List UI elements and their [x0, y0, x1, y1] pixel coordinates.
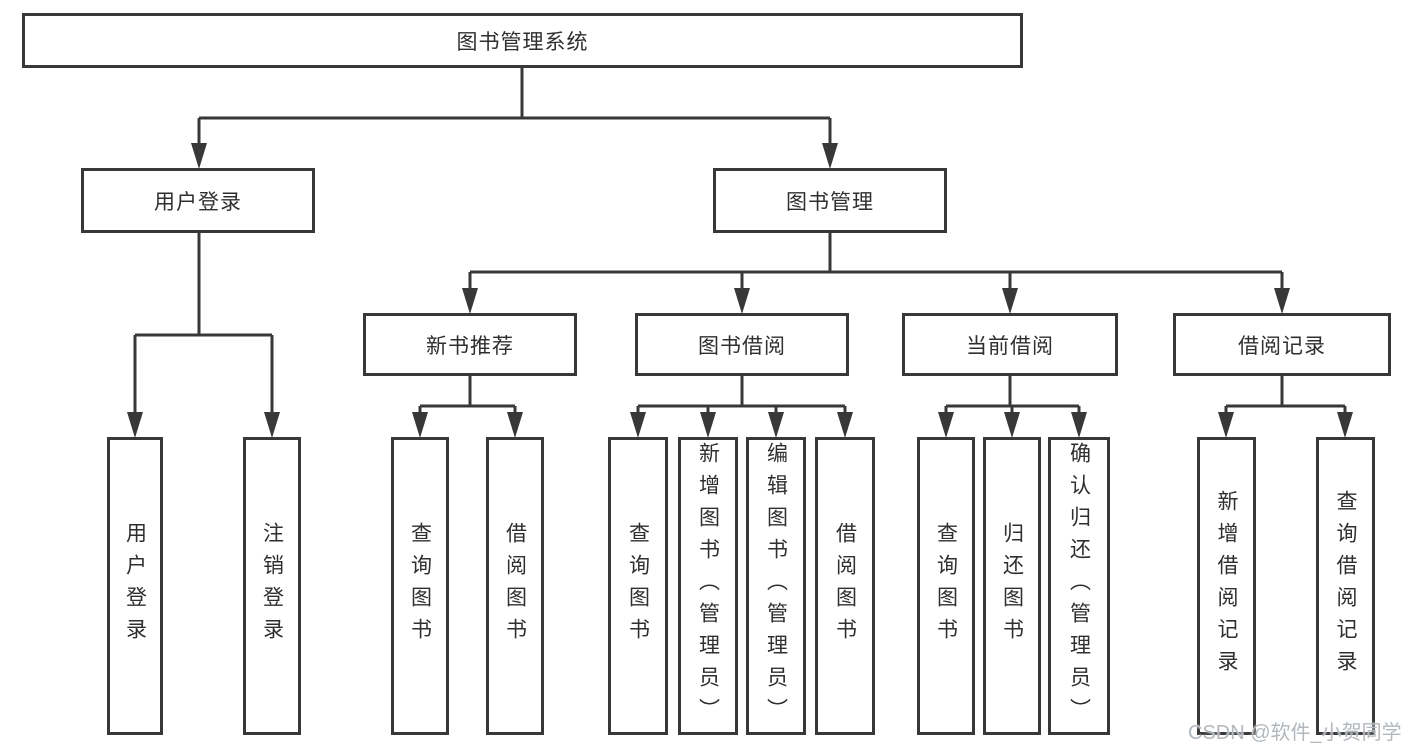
- arrow-down-icon: [412, 412, 428, 438]
- csdn-watermark: CSDN @软件_小贺同学: [1188, 722, 1402, 744]
- leaf-query-books-recommend: 查询图书: [391, 437, 449, 735]
- leaf-borrow-books-recommend: 借阅图书: [486, 437, 544, 735]
- arrow-down-icon: [700, 412, 716, 438]
- leaf-user-login: 用户登录: [107, 437, 163, 735]
- arrow-down-icon: [507, 412, 523, 438]
- leaf-return-books: 归还图书: [983, 437, 1041, 735]
- node-label: 查询图书: [626, 522, 650, 650]
- node-label: 当前借阅: [966, 334, 1054, 358]
- arrow-down-icon: [734, 288, 750, 314]
- arrow-down-icon: [1071, 412, 1087, 438]
- leaf-borrow-books: 借阅图书: [815, 437, 875, 735]
- arrow-down-icon: [822, 143, 838, 169]
- arrow-down-icon: [630, 412, 646, 438]
- node-label: 用户登录: [123, 522, 147, 650]
- leaf-query-borrow-record: 查询借阅记录: [1316, 437, 1375, 735]
- leaf-logout: 注销登录: [243, 437, 301, 735]
- leaf-add-books-admin: 新增图书（管理员）: [678, 437, 738, 735]
- leaf-edit-books-admin: 编辑图书（管理员）: [746, 437, 806, 735]
- node-label: 确认归还（管理员）: [1067, 442, 1091, 730]
- node-library-management-system: 图书管理系统: [22, 13, 1023, 68]
- arrow-down-icon: [938, 412, 954, 438]
- node-book-borrow: 图书借阅: [635, 313, 849, 376]
- arrow-down-icon: [1337, 412, 1353, 438]
- node-label: 新增借阅记录: [1215, 490, 1238, 682]
- leaf-query-books-borrow: 查询图书: [608, 437, 668, 735]
- node-current-borrow: 当前借阅: [902, 313, 1118, 376]
- node-label: 用户登录: [154, 190, 242, 214]
- arrow-down-icon: [837, 412, 853, 438]
- arrow-down-icon: [191, 143, 207, 169]
- node-label: 借阅记录: [1238, 334, 1326, 358]
- arrow-down-icon: [1004, 412, 1020, 438]
- node-label: 图书管理: [786, 190, 874, 214]
- node-label: 查询图书: [408, 522, 432, 650]
- arrow-down-icon: [1218, 412, 1234, 438]
- arrow-down-icon: [1002, 288, 1018, 314]
- node-label: 注销登录: [260, 522, 284, 650]
- node-book-management: 图书管理: [713, 168, 947, 233]
- arrow-down-icon: [1274, 288, 1290, 314]
- node-user-login: 用户登录: [81, 168, 315, 233]
- leaf-add-borrow-record: 新增借阅记录: [1197, 437, 1256, 735]
- arrowhead-icons: [127, 143, 1353, 438]
- node-label: 新书推荐: [426, 334, 514, 358]
- arrow-down-icon: [768, 412, 784, 438]
- node-label: 编辑图书（管理员）: [764, 442, 788, 730]
- leaf-confirm-return-admin: 确认归还（管理员）: [1048, 437, 1110, 735]
- node-label: 查询图书: [934, 522, 958, 650]
- arrow-down-icon: [462, 288, 478, 314]
- node-label: 图书管理系统: [456, 30, 589, 54]
- node-new-book-recommend: 新书推荐: [363, 313, 577, 376]
- tree-edges: [133, 66, 1347, 420]
- node-label: 借阅图书: [833, 522, 857, 650]
- node-label: 新增图书（管理员）: [696, 442, 720, 730]
- node-borrow-records: 借阅记录: [1173, 313, 1391, 376]
- node-label: 归还图书: [1000, 522, 1024, 650]
- node-label: 查询借阅记录: [1334, 490, 1357, 682]
- node-label: 借阅图书: [503, 522, 527, 650]
- leaf-query-books-current: 查询图书: [917, 437, 975, 735]
- node-label: 图书借阅: [698, 334, 786, 358]
- arrow-down-icon: [127, 412, 143, 438]
- arrow-down-icon: [264, 412, 280, 438]
